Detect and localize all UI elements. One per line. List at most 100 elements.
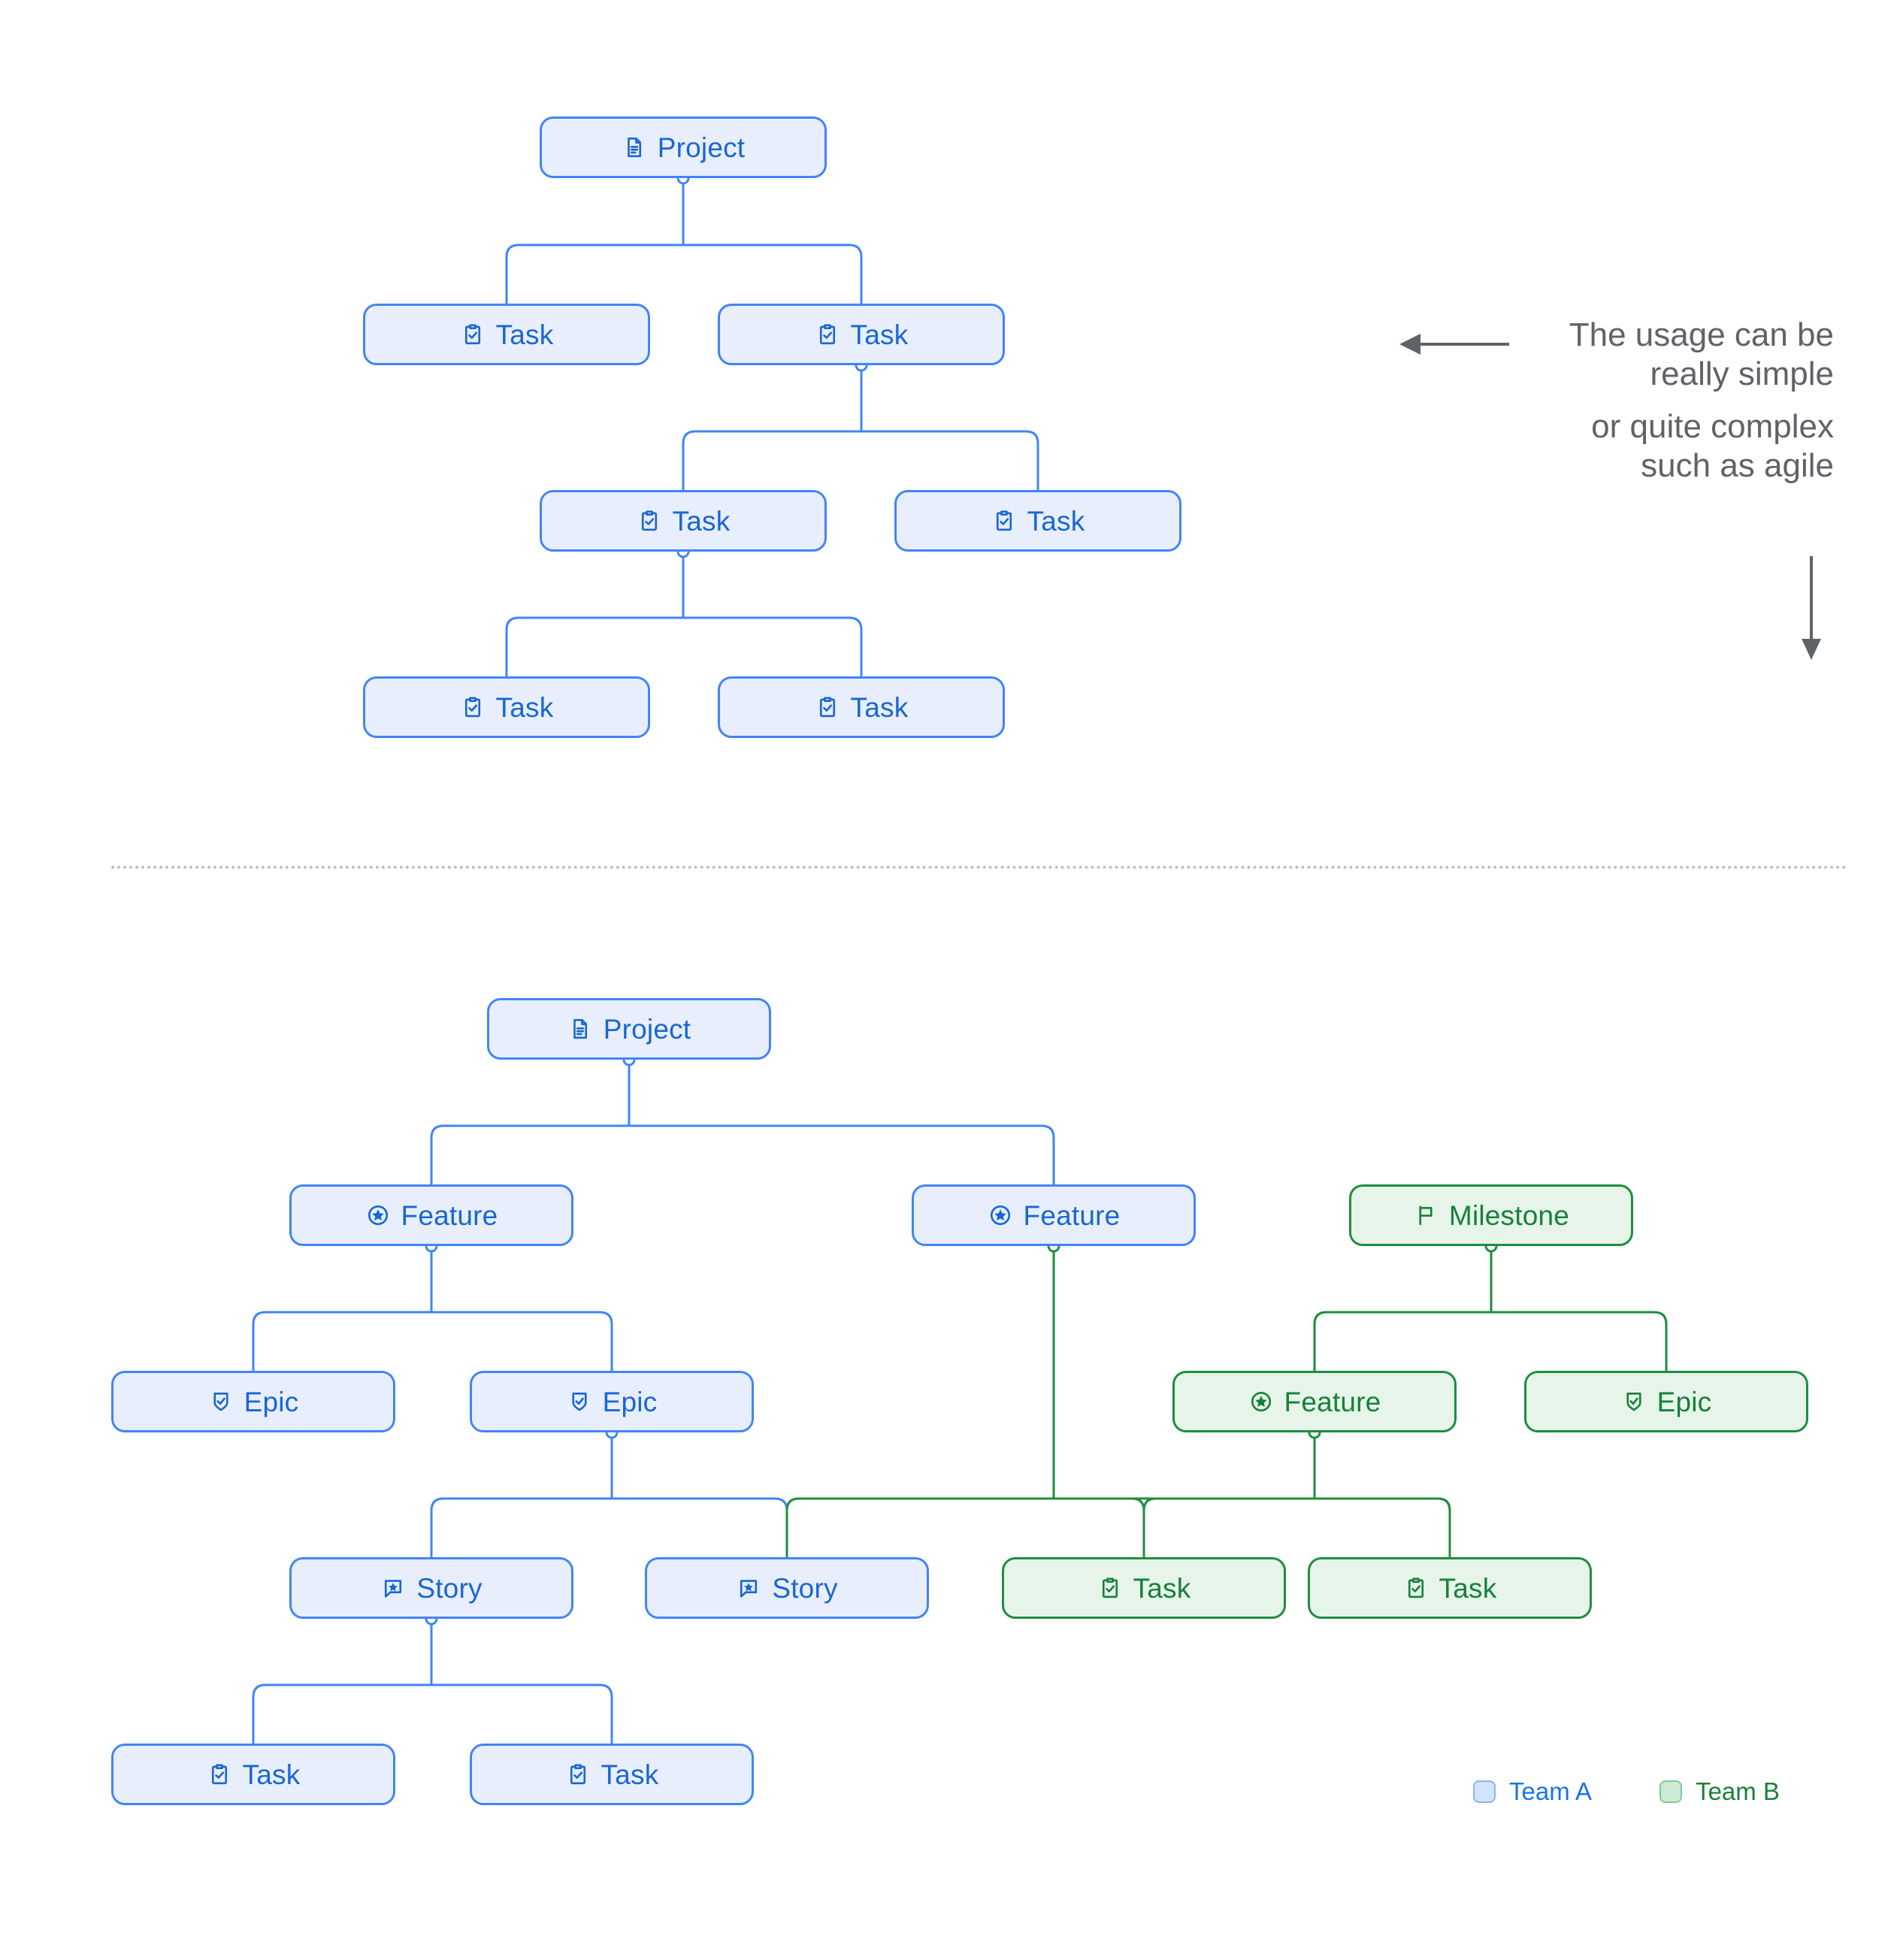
node-label: Feature xyxy=(401,1199,498,1231)
annotation-line-4: such as agile xyxy=(1641,446,1834,484)
node-label: Task xyxy=(850,691,909,723)
annotation-line-2: really simple xyxy=(1650,355,1834,392)
arrow-left-icon xyxy=(1399,334,1509,355)
edge-c-project-to-c-feature-2 xyxy=(629,1124,1055,1184)
edge-s-task-2-to-s-task-4 xyxy=(861,430,1039,490)
clipboard-check-icon xyxy=(1403,1575,1429,1601)
node-c-story-2[interactable]: Story xyxy=(645,1557,929,1619)
node-c-task-g1[interactable]: Task xyxy=(1002,1557,1286,1619)
node-c-story-1[interactable]: Story xyxy=(289,1557,573,1619)
node-label: Task xyxy=(601,1759,659,1790)
edge-s-task-3-to-s-task-5 xyxy=(505,616,683,676)
node-label: Project xyxy=(657,132,746,163)
edge-c-feature-3-to-c-task-g2 xyxy=(1315,1497,1451,1557)
legend-item-blue: Team A xyxy=(1473,1777,1592,1806)
node-label: Task xyxy=(1027,505,1085,537)
clipboard-check-icon xyxy=(637,508,662,534)
clipboard-check-icon xyxy=(460,322,486,347)
node-label: Task xyxy=(1439,1572,1497,1604)
legend-swatch-blue xyxy=(1473,1780,1496,1803)
node-label: Epic xyxy=(1656,1386,1712,1417)
clipboard-check-icon xyxy=(460,694,486,720)
clipboard-check-icon xyxy=(565,1762,591,1787)
node-c-feature-2[interactable]: Feature xyxy=(912,1184,1196,1246)
node-c-epic-1[interactable]: Epic xyxy=(111,1371,395,1432)
shield-check-icon xyxy=(208,1389,234,1414)
node-label: Project xyxy=(603,1013,691,1045)
clipboard-check-icon xyxy=(815,694,840,720)
node-s-project[interactable]: Project xyxy=(540,116,827,178)
clipboard-check-icon xyxy=(1097,1575,1123,1601)
node-s-task-4[interactable]: Task xyxy=(894,490,1181,552)
legend-label: Team A xyxy=(1509,1777,1593,1805)
clipboard-check-icon xyxy=(991,508,1017,534)
annotation-line-1: The usage can be xyxy=(1569,316,1834,353)
team-legend: Team A Team B xyxy=(1473,1777,1780,1806)
node-c-task-b1[interactable]: Task xyxy=(111,1744,395,1805)
edge-c-feature-3-to-c-task-g1 xyxy=(1142,1497,1315,1557)
edge-c-feature-2-to-c-task-g2 xyxy=(1054,1497,1451,1557)
arrow-down-icon xyxy=(1802,556,1821,660)
node-s-task-6[interactable]: Task xyxy=(718,676,1005,738)
edge-c-milestone-to-c-feature-3 xyxy=(1313,1311,1491,1371)
node-label: Task xyxy=(672,505,731,537)
edge-s-project-to-s-task-2 xyxy=(683,243,863,304)
node-c-epic-2[interactable]: Epic xyxy=(470,1371,754,1432)
node-label: Task xyxy=(242,1759,301,1790)
edge-c-epic-2-to-c-story-1 xyxy=(430,1497,612,1557)
flag-icon xyxy=(1413,1202,1439,1228)
shield-check-icon xyxy=(1621,1389,1647,1414)
node-label: Task xyxy=(495,319,554,350)
edge-s-task-3-to-s-task-6 xyxy=(683,616,863,676)
node-c-feature-1[interactable]: Feature xyxy=(289,1184,573,1246)
legend-swatch-green xyxy=(1659,1780,1683,1803)
annotation-line-3: or quite complex xyxy=(1591,407,1834,445)
story-bubble-icon xyxy=(380,1575,406,1601)
node-label: Task xyxy=(850,319,909,350)
edge-c-feature-2-to-c-story-2 xyxy=(785,1497,1054,1557)
edge-s-task-2-to-s-task-3 xyxy=(682,430,861,490)
edge-c-feature-1-to-c-epic-1 xyxy=(252,1311,431,1371)
shield-check-icon xyxy=(567,1389,592,1414)
legend-label: Team B xyxy=(1696,1777,1780,1805)
node-c-epic-3[interactable]: Epic xyxy=(1524,1371,1808,1432)
clipboard-check-icon xyxy=(815,322,840,347)
node-s-task-5[interactable]: Task xyxy=(363,676,650,738)
edge-c-feature-2-to-c-task-g1 xyxy=(1054,1497,1145,1557)
node-label: Feature xyxy=(1284,1386,1381,1417)
node-label: Milestone xyxy=(1448,1199,1570,1231)
node-label: Task xyxy=(495,691,554,723)
edge-c-story-1-to-c-task-b2 xyxy=(431,1683,613,1744)
section-divider xyxy=(111,866,1847,869)
usage-annotation: The usage can be really simple or quite … xyxy=(1496,316,1834,485)
document-icon xyxy=(567,1016,593,1042)
node-label: Story xyxy=(772,1572,838,1604)
node-s-task-2[interactable]: Task xyxy=(718,304,1005,365)
legend-item-green: Team B xyxy=(1659,1777,1780,1806)
document-icon xyxy=(622,135,647,160)
clipboard-check-icon xyxy=(207,1762,232,1787)
node-label: Story xyxy=(416,1572,483,1604)
node-label: Epic xyxy=(602,1386,658,1417)
edge-c-story-1-to-c-task-b1 xyxy=(252,1683,431,1744)
node-label: Feature xyxy=(1023,1199,1121,1231)
node-label: Task xyxy=(1133,1572,1191,1604)
node-label: Epic xyxy=(244,1386,299,1417)
star-circle-icon xyxy=(365,1202,391,1228)
story-bubble-icon xyxy=(736,1575,761,1601)
node-c-task-g2[interactable]: Task xyxy=(1308,1557,1592,1619)
star-circle-icon xyxy=(988,1202,1013,1228)
node-c-feature-3[interactable]: Feature xyxy=(1172,1371,1457,1432)
edge-s-project-to-s-task-1 xyxy=(505,243,683,304)
node-s-task-3[interactable]: Task xyxy=(540,490,827,552)
edge-c-milestone-to-c-epic-3 xyxy=(1491,1311,1668,1371)
node-c-task-b2[interactable]: Task xyxy=(470,1744,754,1805)
node-s-task-1[interactable]: Task xyxy=(363,304,650,365)
node-c-project[interactable]: Project xyxy=(487,998,771,1060)
star-circle-icon xyxy=(1248,1389,1274,1414)
node-c-milestone[interactable]: Milestone xyxy=(1349,1184,1633,1246)
edge-c-feature-1-to-c-epic-2 xyxy=(431,1311,613,1371)
edge-c-epic-2-to-c-story-2 xyxy=(612,1497,788,1557)
